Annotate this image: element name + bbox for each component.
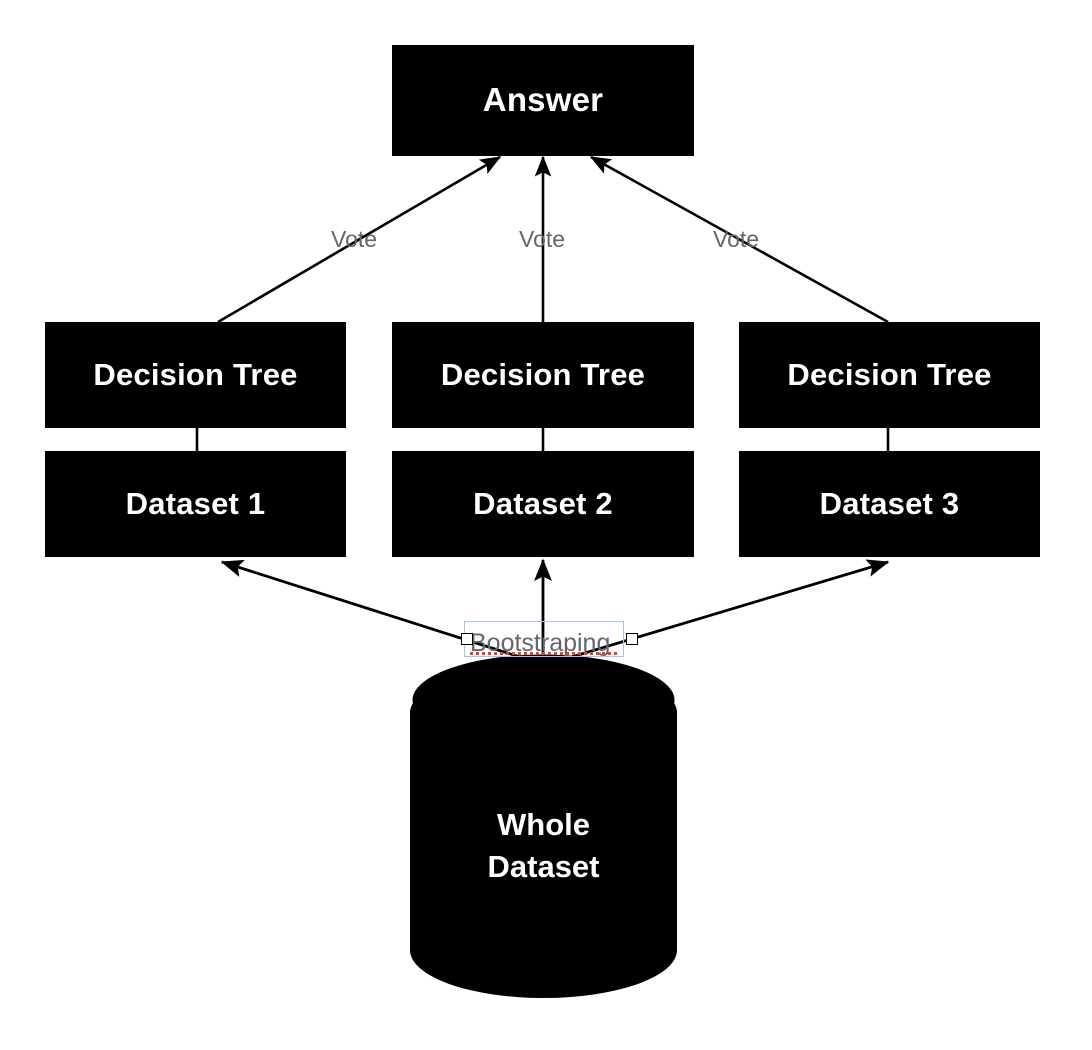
edge-label-vote-middle: Vote: [519, 226, 566, 252]
edge-label-vote-right: Vote: [713, 226, 760, 252]
node-decision-tree-3[interactable]: Decision Tree: [739, 322, 1040, 428]
whole-dataset-text: Whole Dataset: [487, 807, 600, 884]
node-decision-tree-1[interactable]: Decision Tree: [45, 322, 346, 428]
node-whole-dataset-label: Whole Dataset: [410, 804, 677, 888]
bootstraping-label[interactable]: Bootstraping: [470, 629, 611, 657]
node-decision-tree-2[interactable]: Decision Tree: [392, 322, 694, 428]
edge-whole-dataset3: [544, 559, 890, 667]
node-dataset-3[interactable]: Dataset 3: [739, 451, 1040, 557]
right-resize-handle[interactable]: [626, 633, 638, 645]
whole-dataset-cylinder[interactable]: [407, 649, 680, 999]
node-dataset-2[interactable]: Dataset 2: [392, 451, 694, 557]
node-answer[interactable]: Answer: [392, 45, 694, 156]
edge-label-vote-left: Vote: [331, 226, 378, 252]
node-dataset-1[interactable]: Dataset 1: [45, 451, 346, 557]
edge-tree3-answer: [589, 155, 889, 324]
edge-tree1-answer: [217, 155, 502, 324]
spellcheck-underline-icon: [470, 652, 618, 655]
edge-whole-dataset1: [220, 559, 546, 667]
left-resize-handle[interactable]: [461, 633, 473, 645]
